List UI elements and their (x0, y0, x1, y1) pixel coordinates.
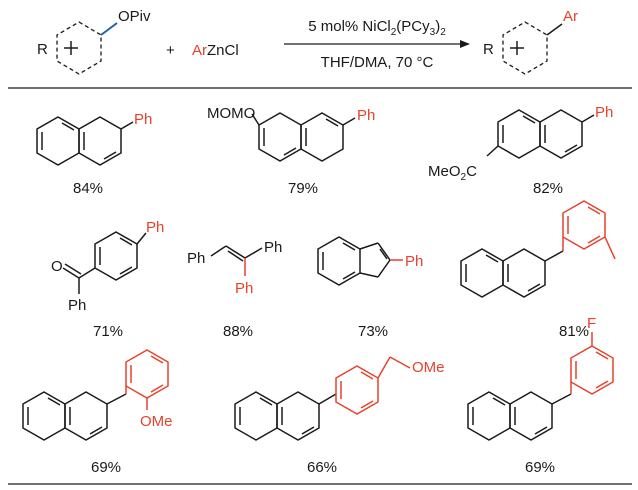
product-1-structure: Ph (36, 111, 152, 166)
product-6-structure: Ph (317, 236, 423, 286)
product-ar-label: Ar (563, 8, 578, 25)
product-7-structure (460, 200, 616, 298)
yield-5: 88% (223, 323, 253, 340)
product-5-ph-left: Ph (187, 250, 205, 267)
product-4-structure: Ph O Ph (51, 219, 164, 314)
product-5-ph-red: Ph (235, 280, 253, 297)
plus-sign: + (166, 42, 175, 59)
yield-9: 66% (307, 459, 337, 476)
product-1-ph: Ph (134, 111, 152, 128)
reaction-header: R OPiv + ArZnCl 5 mol% NiCl2(PCy3)2 THF/… (37, 8, 578, 75)
yield-1: 84% (73, 180, 103, 197)
reaction-arrowhead (460, 40, 470, 48)
product-4-ph2: Ph (68, 297, 86, 314)
product-2-ph: Ph (357, 107, 375, 124)
product-3-ester: MeO2C (428, 163, 477, 183)
substrate-r-label: R (37, 41, 48, 58)
product-10-f: F (587, 315, 596, 332)
conditions-label: THF/DMA, 70 °C (321, 54, 434, 71)
yield-6: 73% (358, 323, 388, 340)
substrate-structure: R OPiv (37, 8, 151, 75)
product-5-ph-right: Ph (264, 239, 282, 256)
product-4-ph: Ph (146, 219, 164, 236)
yield-7: 81% (559, 323, 589, 340)
yield-3: 82% (533, 180, 563, 197)
product-5-structure: Ph Ph Ph (187, 239, 282, 297)
arzncl-label: ArZnCl (192, 42, 239, 59)
product-10-structure: F (467, 315, 614, 441)
product-4-o: O (51, 258, 63, 275)
product-2-structure: MOMO Ph (207, 105, 375, 162)
yield-10: 69% (525, 459, 555, 476)
product-3-structure: Ph MeO2C (428, 104, 613, 183)
yield-8: 69% (91, 459, 121, 476)
yield-4: 71% (93, 323, 123, 340)
arzncl-zncl: ZnCl (207, 42, 239, 59)
product-2-momo: MOMO (207, 105, 255, 122)
arzncl-ar: Ar (192, 42, 207, 59)
product-6-ph: Ph (405, 253, 423, 270)
product-structure: R Ar (483, 8, 578, 75)
product-r-label: R (483, 41, 494, 58)
opiv-label: OPiv (118, 8, 151, 25)
product-3-ph: Ph (595, 104, 613, 121)
product-9-structure: OMe (234, 356, 445, 441)
catalyst-label: 5 mol% NiCl2(PCy3)2 (308, 18, 446, 38)
product-8-structure: OMe (22, 349, 173, 441)
product-8-ome: OMe (140, 413, 173, 430)
product-9-ome: OMe (412, 359, 445, 376)
yield-2: 79% (288, 180, 318, 197)
